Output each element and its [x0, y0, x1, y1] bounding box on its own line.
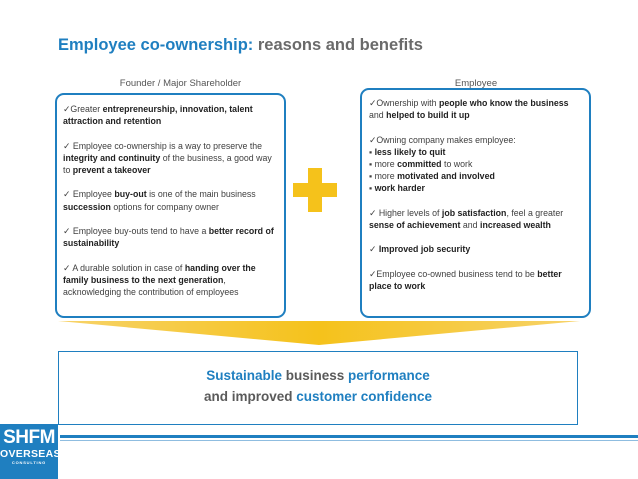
- slide-title: Employee co-ownership: reasons and benef…: [58, 36, 423, 54]
- square-bullet-icon: ▪: [369, 171, 373, 182]
- employee-bullet-2: ▪ more committed to work: [369, 159, 473, 169]
- company-logo: SHFM OVERSEAS CONSULTING: [0, 424, 60, 479]
- employee-heading: Employee: [454, 78, 498, 89]
- founder-heading: Founder / Major Shareholder: [119, 78, 242, 89]
- plus-icon: [293, 168, 337, 212]
- employee-bullet-1: ▪ less likely to quit: [369, 146, 446, 157]
- down-arrow-icon: [58, 321, 580, 345]
- check-mark-icon: ✓: [63, 262, 71, 273]
- employee-bullet-4: ▪ work harder: [369, 183, 425, 194]
- square-bullet-icon: ▪: [369, 183, 373, 194]
- footer-divider: [60, 435, 638, 438]
- employee-item-5: ✓Employee co-owned business tend to be b…: [369, 268, 562, 291]
- check-mark-icon: ✓: [369, 268, 377, 279]
- founder-item-4: ✓ Employee buy-outs tend to have a bette…: [63, 225, 274, 249]
- employee-item-3: ✓ Higher levels of job satisfaction, fee…: [369, 207, 564, 230]
- founder-box: ✓Greater entrepreneurship, innovation, t…: [55, 93, 286, 318]
- employee-item-1: ✓Ownership with people who know the busi…: [369, 98, 569, 121]
- founder-item-3: ✓ Employee buy-out is one of the main bu…: [63, 189, 256, 212]
- founder-item-1: ✓Greater entrepreneurship, innovation, t…: [63, 104, 253, 127]
- square-bullet-icon: ▪: [369, 159, 373, 169]
- check-mark-icon: ✓: [369, 98, 377, 108]
- employee-bullet-3: ▪ more motivated and involved: [369, 171, 495, 182]
- footer-divider-thin: [60, 440, 638, 441]
- employee-box: ✓Ownership with people who know the busi…: [360, 88, 591, 318]
- check-mark-icon: ✓: [63, 189, 71, 200]
- employee-item-4: ✓ Improved job security: [369, 244, 471, 255]
- check-mark-icon: ✓: [369, 244, 377, 255]
- check-mark-icon: ✓: [369, 134, 377, 145]
- founder-item-2: ✓ Employee co-ownership is a way to pres…: [63, 140, 272, 175]
- check-mark-icon: ✓: [63, 104, 71, 114]
- check-mark-icon: ✓: [369, 207, 377, 218]
- result-box: Sustainable business performance and imp…: [58, 351, 578, 425]
- result-line-2: and improved customer confidence: [203, 389, 433, 404]
- check-mark-icon: ✓: [63, 140, 71, 151]
- founder-item-5: ✓ A durable solution in case of handing …: [63, 262, 256, 297]
- check-mark-icon: ✓: [63, 225, 71, 236]
- square-bullet-icon: ▪: [369, 146, 373, 157]
- employee-item-2: ✓Owning company makes employee:: [369, 134, 516, 145]
- result-line-1: Sustainable business performance: [206, 368, 430, 383]
